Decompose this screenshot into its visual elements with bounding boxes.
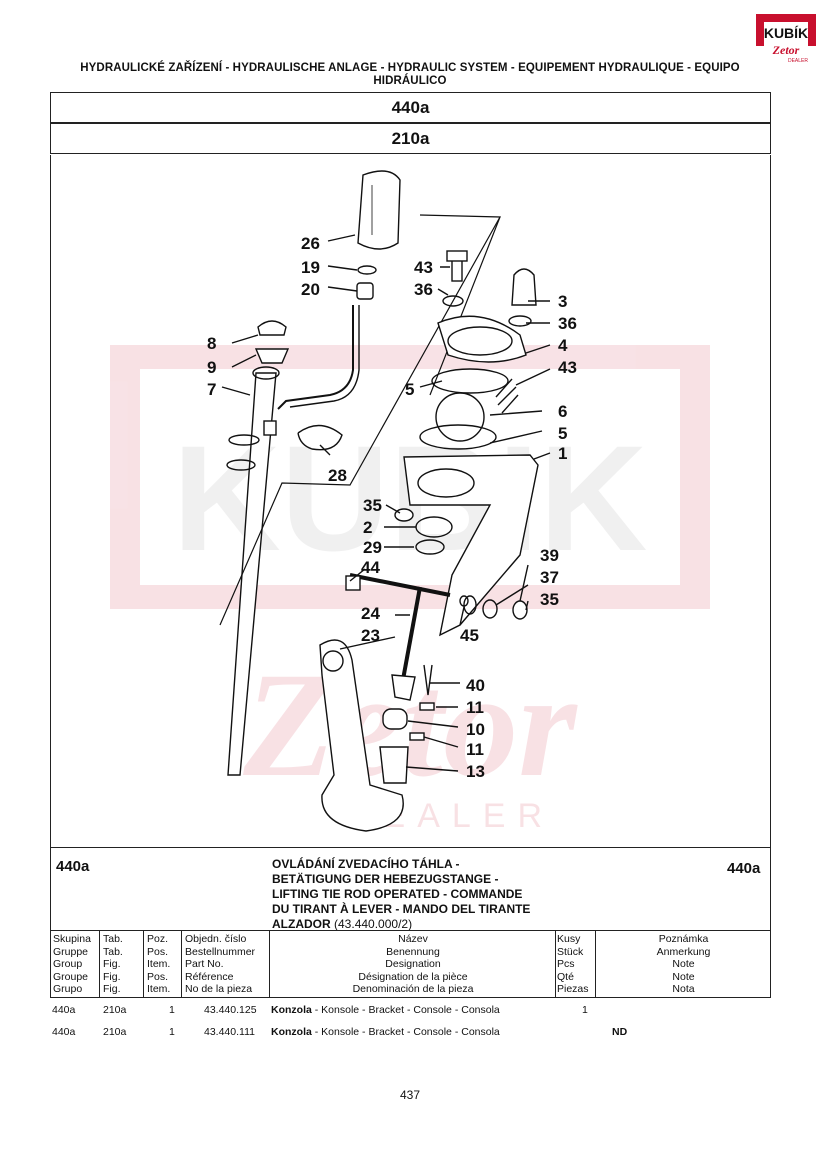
svg-text:DEALER: DEALER bbox=[788, 58, 808, 64]
label-45: 45 bbox=[460, 626, 479, 645]
col-fig: Tab.Tab.Fig.Fig.Fig. bbox=[103, 933, 123, 995]
label-19: 19 bbox=[301, 258, 320, 277]
title-group-right: 440a bbox=[727, 860, 761, 877]
drawing-frame bbox=[50, 155, 771, 848]
label-5: 5 bbox=[405, 380, 414, 399]
svg-text:KUBÍK: KUBÍK bbox=[764, 25, 808, 41]
label-13: 13 bbox=[466, 762, 485, 781]
label-24: 24 bbox=[361, 604, 380, 623]
label-10: 10 bbox=[466, 720, 485, 739]
label-44: 44 bbox=[361, 558, 380, 577]
label-39: 39 bbox=[540, 546, 559, 565]
label-3: 3 bbox=[558, 292, 567, 311]
part-title: OVLÁDÁNÍ ZVEDACÍHO TÁHLA - BETÄTIGUNG DE… bbox=[272, 857, 531, 931]
label-1: 1 bbox=[558, 444, 567, 463]
label-43b: 43 bbox=[558, 358, 577, 377]
label-4: 4 bbox=[558, 336, 568, 355]
label-11b: 11 bbox=[466, 740, 484, 759]
title-group-left: 440a bbox=[56, 858, 90, 875]
label-36b: 36 bbox=[558, 314, 577, 333]
label-29: 29 bbox=[363, 538, 382, 557]
group-code: 440a bbox=[391, 98, 430, 117]
part-labels: 26 19 20 43 36 3 36 4 43 8 9 7 5 6 5 1 2… bbox=[207, 234, 577, 781]
watermark: KUBIK Zetor DEALER bbox=[110, 345, 710, 835]
figure-code-row: 210a bbox=[50, 123, 771, 154]
page-number: 437 bbox=[399, 1088, 421, 1102]
label-35: 35 bbox=[363, 496, 382, 515]
svg-text:Zetor: Zetor bbox=[772, 43, 800, 57]
header-line-1: HYDRAULICKÉ ZAŘÍZENÍ - HYDRAULISCHE ANLA… bbox=[80, 62, 740, 74]
col-pos: Poz.Pos.Item.Pos.Item. bbox=[147, 933, 171, 995]
label-2: 2 bbox=[363, 518, 372, 537]
table-row: 440a 210a 1 43.440.125 Konzola - Konsole… bbox=[52, 1004, 588, 1016]
label-9: 9 bbox=[207, 358, 216, 377]
parts bbox=[219, 170, 551, 832]
label-40: 40 bbox=[466, 676, 485, 695]
svg-text:Zetor: Zetor bbox=[242, 642, 578, 808]
label-5b: 5 bbox=[558, 424, 567, 443]
label-36: 36 bbox=[414, 280, 433, 299]
label-37: 37 bbox=[540, 568, 559, 587]
label-8: 8 bbox=[207, 334, 216, 353]
kubik-zetor-logo: KUBÍK Zetor DEALER bbox=[756, 14, 816, 64]
exploded-parts-drawing: KUBIK Zetor DEALER bbox=[110, 170, 710, 835]
label-35b: 35 bbox=[540, 590, 559, 609]
label-23: 23 bbox=[361, 626, 380, 645]
label-43: 43 bbox=[414, 258, 433, 277]
figure-code: 210a bbox=[391, 129, 430, 148]
label-28: 28 bbox=[328, 466, 347, 485]
label-7: 7 bbox=[207, 380, 216, 399]
label-26: 26 bbox=[301, 234, 320, 253]
label-11: 11 bbox=[466, 698, 484, 717]
section-header: HYDRAULICKÉ ZAŘÍZENÍ - HYDRAULISCHE ANLA… bbox=[40, 62, 780, 88]
header-line-2: HIDRÁULICO bbox=[373, 75, 447, 87]
table-row: 440a 210a 1 43.440.111 Konzola - Konsole… bbox=[52, 1026, 628, 1038]
label-20: 20 bbox=[301, 280, 320, 299]
label-6: 6 bbox=[558, 402, 567, 421]
group-code-row: 440a bbox=[50, 92, 771, 123]
assembly-code: (43.440.000/2) bbox=[334, 917, 413, 931]
